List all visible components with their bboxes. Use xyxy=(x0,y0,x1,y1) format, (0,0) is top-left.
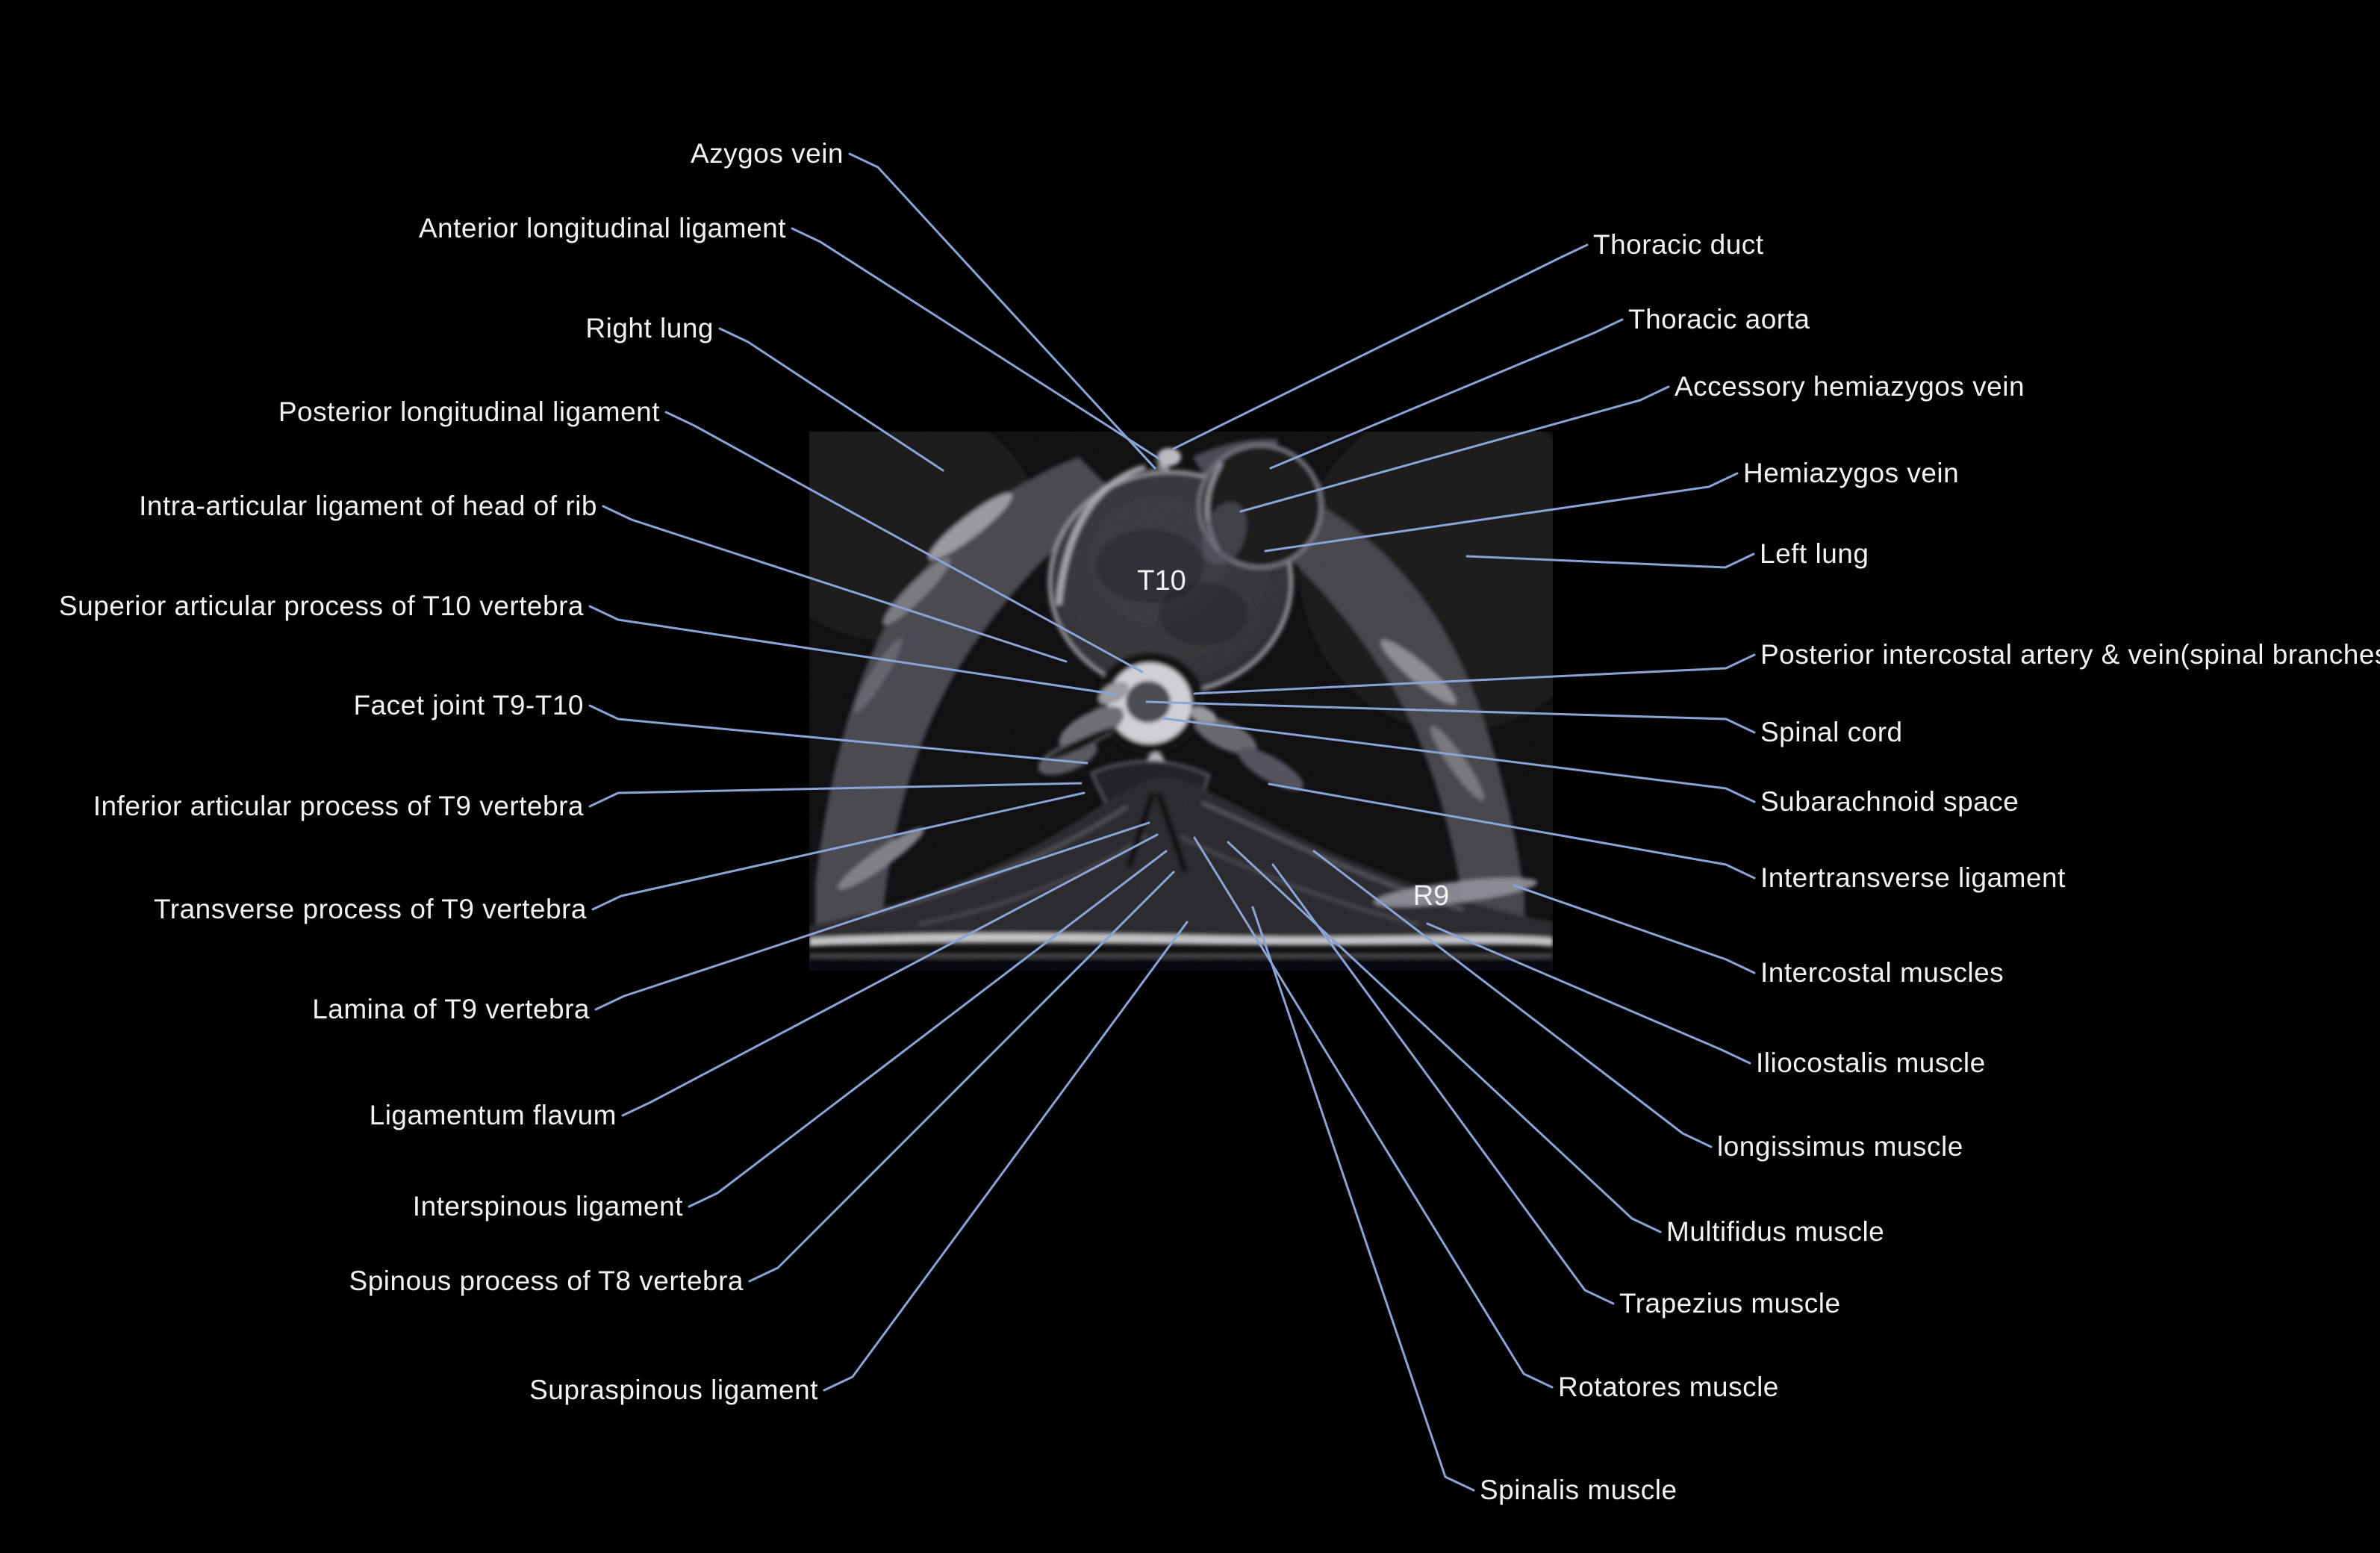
anatomy-label-intra-articular-ligament-head-rib: Intra-articular ligament of head of rib xyxy=(139,491,597,521)
anatomy-label-iliocostalis-muscle: Iliocostalis muscle xyxy=(1756,1048,1986,1078)
anatomy-label-anterior-longitudinal-ligament: Anterior longitudinal ligament xyxy=(418,213,786,243)
leader-line-posterior-longitudinal-ligament xyxy=(664,411,1144,673)
leader-line-longissimus-muscle xyxy=(1312,850,1713,1148)
leader-line-thoracic-aorta xyxy=(1269,318,1624,470)
anatomy-label-thoracic-aorta: Thoracic aorta xyxy=(1628,304,1810,334)
t10-vertebra-marker: T10 xyxy=(1137,565,1186,597)
leader-line-multifidus-muscle xyxy=(1227,841,1662,1233)
leader-line-trapezius-muscle xyxy=(1271,863,1615,1305)
leader-line-hemiazygos-vein xyxy=(1264,472,1739,553)
leader-line-spinalis-muscle xyxy=(1251,906,1475,1492)
anatomy-label-posterior-intercostal-vessels: Posterior intercostal artery & vein(spin… xyxy=(1760,639,2380,670)
leader-line-spinous-process-t8 xyxy=(748,871,1175,1283)
anatomy-label-inferior-articular-process-t9: Inferior articular process of T9 vertebr… xyxy=(93,791,584,821)
leader-line-anterior-longitudinal-ligament xyxy=(791,227,1160,460)
scan-noise xyxy=(809,432,1553,971)
r9-rib-marker: R9 xyxy=(1412,880,1450,912)
anatomy-label-posterior-longitudinal-ligament: Posterior longitudinal ligament xyxy=(278,396,660,427)
leader-line-rotatores-muscle xyxy=(1193,836,1554,1389)
leader-line-intercostal-muscles xyxy=(1513,884,1756,974)
leader-lines-layer xyxy=(588,152,1756,1492)
leader-line-left-lung xyxy=(1465,553,1755,569)
mri-scan-image xyxy=(809,432,1553,971)
anatomy-label-transverse-process-t9: Transverse process of T9 vertebra xyxy=(154,894,587,924)
leader-line-lamina-t9 xyxy=(594,821,1150,1011)
anatomy-label-subarachnoid-space: Subarachnoid space xyxy=(1760,786,2019,817)
anatomy-label-intercostal-muscles: Intercostal muscles xyxy=(1760,957,2004,988)
leader-line-subarachnoid-space xyxy=(1161,717,1756,803)
leader-line-transverse-process-t9 xyxy=(591,791,1085,911)
leader-line-supraspinous-ligament xyxy=(823,921,1189,1392)
leader-line-thoracic-duct xyxy=(1172,243,1589,450)
anatomy-label-multifidus-muscle: Multifidus muscle xyxy=(1666,1216,1885,1247)
anatomy-label-ligamentum-flavum: Ligamentum flavum xyxy=(369,1100,617,1130)
anatomy-label-interspinous-ligament: Interspinous ligament xyxy=(412,1191,683,1221)
anatomy-label-longissimus-muscle: longissimus muscle xyxy=(1717,1131,1963,1162)
anatomy-label-left-lung: Left lung xyxy=(1760,538,1869,569)
anatomy-label-azygos-vein: Azygos vein xyxy=(691,138,844,169)
anatomy-label-spinalis-muscle: Spinalis muscle xyxy=(1480,1475,1677,1505)
leader-line-interspinous-ligament xyxy=(688,850,1168,1208)
leader-line-iliocostalis-muscle xyxy=(1426,922,1751,1065)
leader-line-posterior-intercostal-vessels xyxy=(1193,653,1756,695)
anatomy-label-hemiazygos-vein: Hemiazygos vein xyxy=(1743,458,1960,488)
anatomy-label-accessory-hemiazygos-vein: Accessory hemiazygos vein xyxy=(1675,371,2025,402)
leader-line-facet-joint-t9-t10 xyxy=(588,704,1088,765)
leader-line-accessory-hemiazygos-vein xyxy=(1239,385,1670,513)
anatomy-label-trapezius-muscle: Trapezius muscle xyxy=(1619,1288,1841,1319)
anatomy-label-rotatores-muscle: Rotatores muscle xyxy=(1558,1372,1779,1402)
anatomy-label-intertransverse-ligament: Intertransverse ligament xyxy=(1760,862,2066,893)
leader-line-inferior-articular-process-t9 xyxy=(588,782,1082,808)
leader-line-right-lung xyxy=(718,327,944,472)
anatomy-label-lamina-t9: Lamina of T9 vertebra xyxy=(312,994,590,1024)
leader-line-intertransverse-ligament xyxy=(1268,782,1756,880)
leader-line-azygos-vein xyxy=(848,152,1156,470)
anatomy-label-facet-joint-t9-t10: Facet joint T9-T10 xyxy=(353,690,584,721)
anatomy-label-thoracic-duct: Thoracic duct xyxy=(1593,229,1764,260)
anatomy-label-right-lung: Right lung xyxy=(585,313,714,343)
anatomy-label-spinous-process-t8: Spinous process of T8 vertebra xyxy=(349,1266,744,1296)
anatomy-label-spinal-cord: Spinal cord xyxy=(1760,717,1903,747)
anatomy-label-superior-articular-process-t10: Superior articular process of T10 verteb… xyxy=(58,591,584,621)
leader-line-intra-articular-ligament-head-rib xyxy=(602,505,1068,663)
anatomy-label-supraspinous-ligament: Supraspinous ligament xyxy=(529,1375,818,1405)
leader-line-superior-articular-process-t10 xyxy=(588,605,1118,696)
leader-line-spinal-cord xyxy=(1145,700,1756,734)
leader-line-ligamentum-flavum xyxy=(621,833,1159,1117)
